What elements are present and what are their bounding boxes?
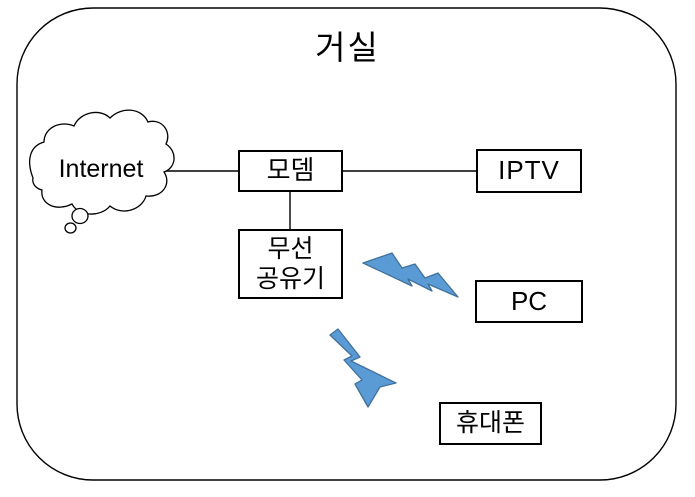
- cloud-body: [29, 109, 175, 215]
- pc-box: PC: [475, 280, 583, 323]
- router-label-line1: 무선: [267, 234, 314, 263]
- diagram-title: 거실: [315, 29, 380, 66]
- iptv-label: IPTV: [498, 155, 560, 186]
- modem-label: 모뎀: [266, 155, 315, 186]
- internet-cloud-icon: [29, 109, 175, 234]
- pc-label: PC: [510, 285, 548, 316]
- phone-label: 휴대폰: [455, 409, 525, 438]
- room-boundary: [16, 7, 677, 481]
- wireless-bolt-phone-icon: [329, 328, 397, 408]
- phone-box: 휴대폰: [439, 402, 542, 445]
- router-box: 무선 공유기: [238, 229, 343, 299]
- wireless-bolt-pc-icon: [362, 252, 459, 298]
- router-label-line2: 공유기: [255, 265, 325, 293]
- cloud-tail-bubble-large: [71, 207, 89, 225]
- modem-box: 모뎀: [238, 150, 343, 192]
- internet-label: Internet: [58, 155, 144, 183]
- iptv-box: IPTV: [476, 149, 582, 193]
- cloud-tail-bubble-small: [64, 222, 77, 234]
